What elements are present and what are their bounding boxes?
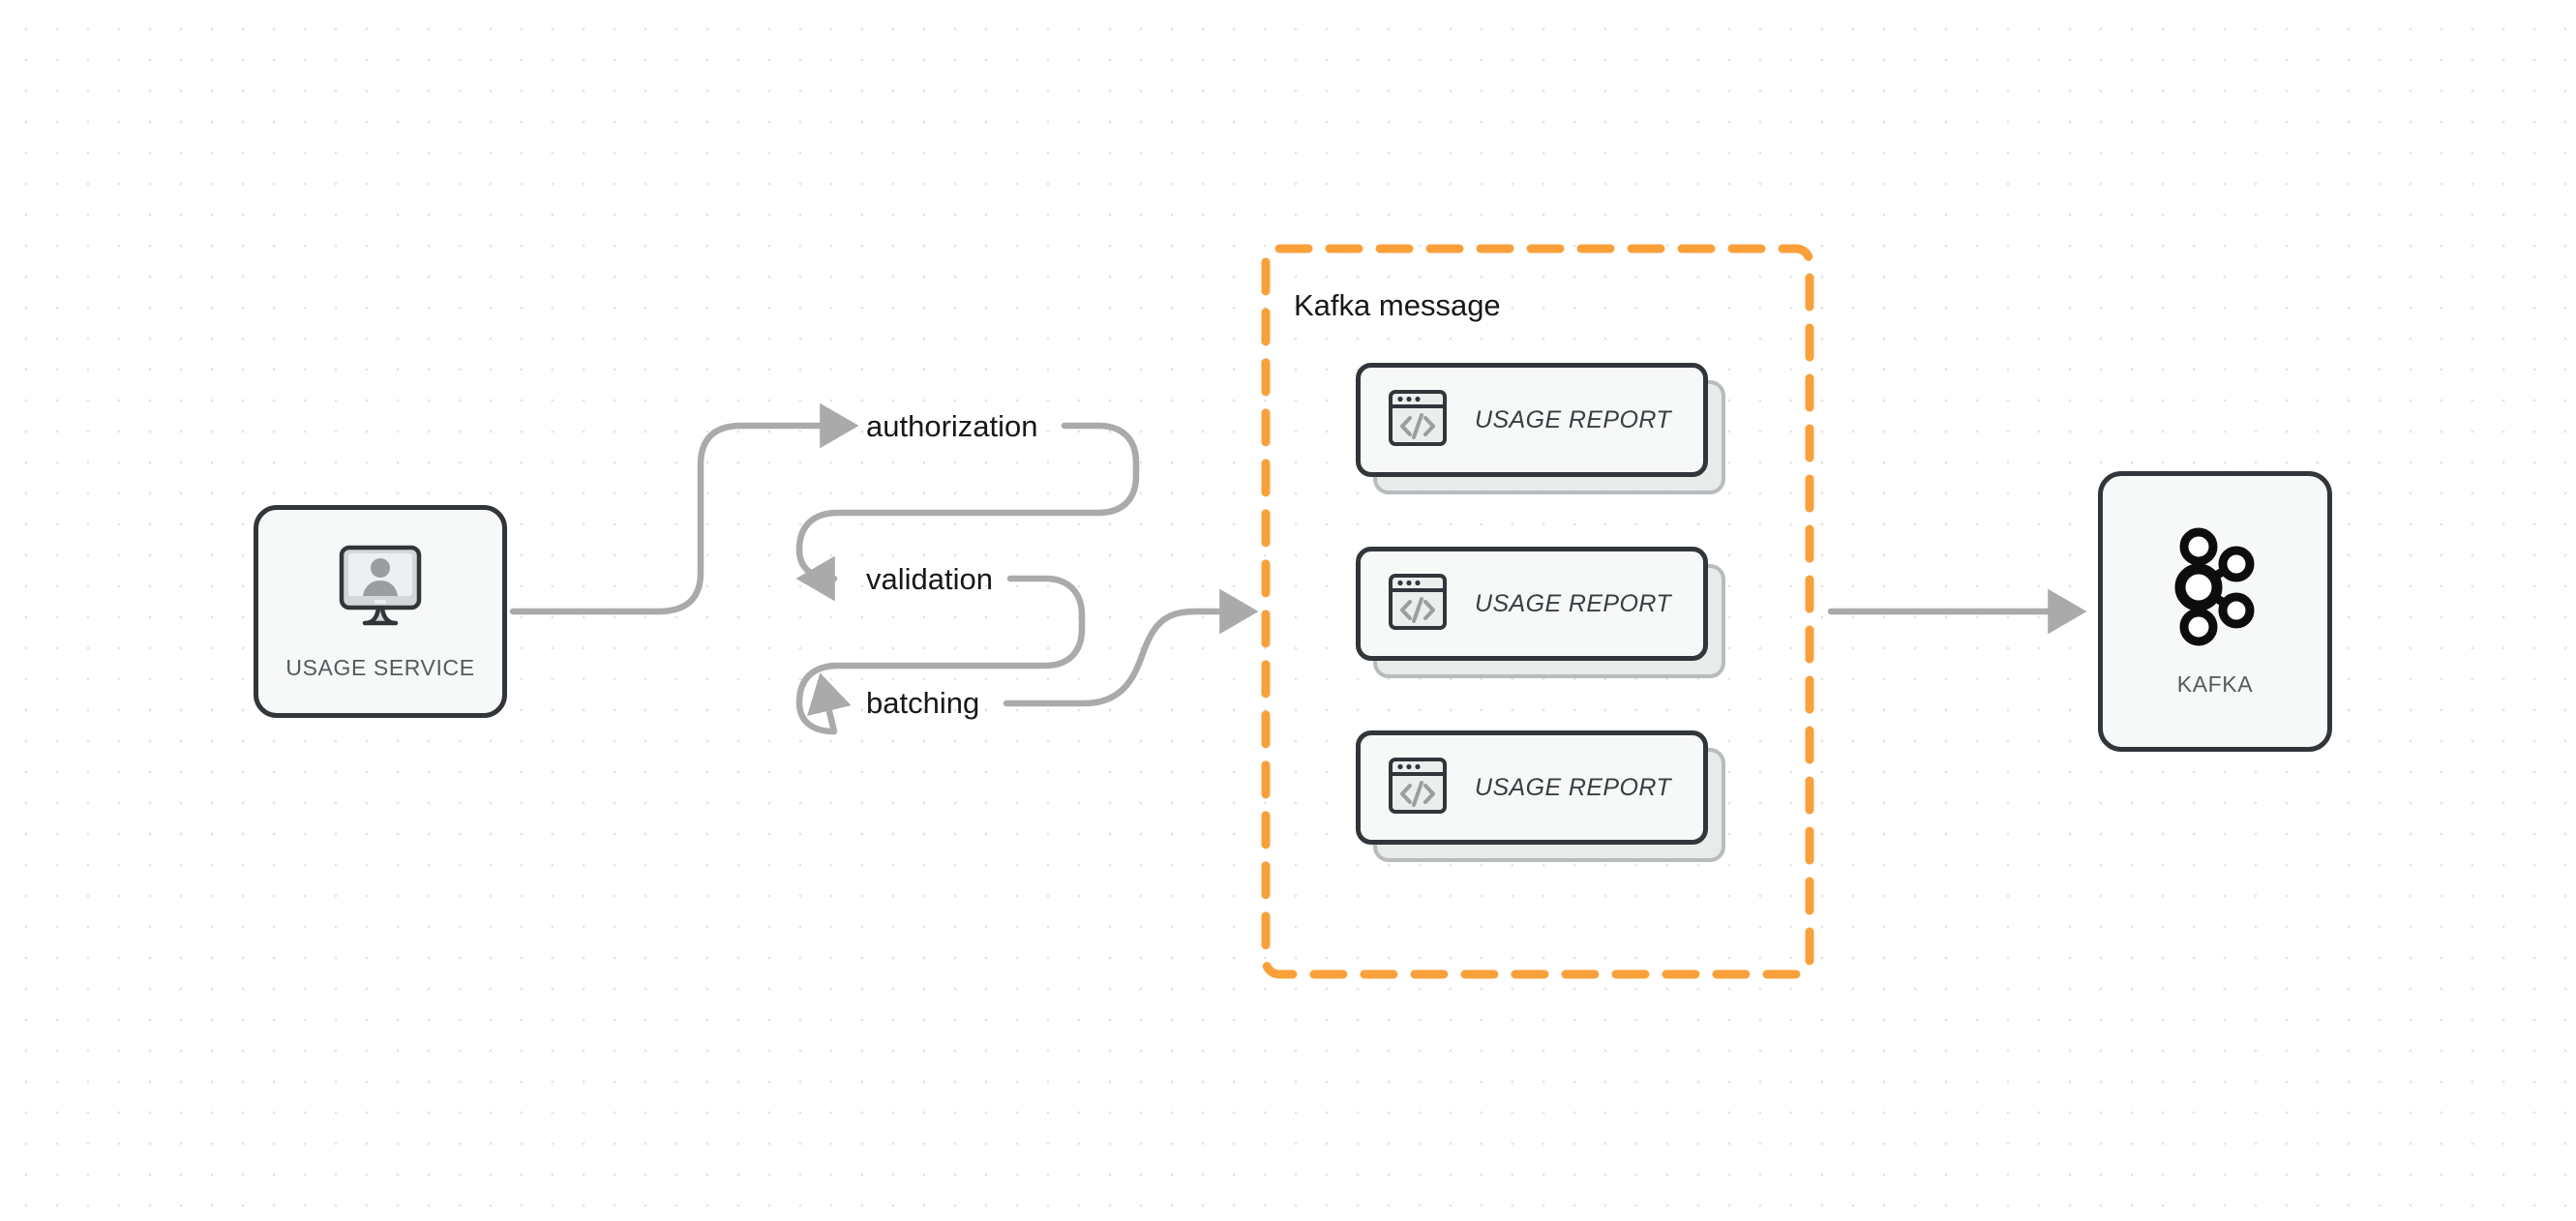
group-kafka-message[interactable]: Kafka message xyxy=(1261,244,1814,979)
code-window-icon xyxy=(1388,572,1448,637)
connector-service-to-authorization xyxy=(509,402,859,615)
connector-batching-to-kafka-message xyxy=(1003,588,1259,707)
usage-report-card-label: USAGE REPORT xyxy=(1475,405,1671,433)
group-dashed-border xyxy=(1261,244,1814,979)
code-window-icon xyxy=(1388,388,1448,453)
connector-authorization-to-validation xyxy=(795,422,1140,602)
monitor-user-icon xyxy=(330,542,431,640)
code-window-icon xyxy=(1388,756,1448,820)
group-kafka-message-title: Kafka message xyxy=(1294,288,1501,322)
node-kafka-label: KAFKA xyxy=(2176,671,2254,697)
node-kafka[interactable]: KAFKA xyxy=(2098,471,2332,752)
step-label-authorization[interactable]: authorization xyxy=(866,409,1038,443)
node-usage-service-label: USAGE SERVICE xyxy=(285,655,475,680)
usage-report-card-label: USAGE REPORT xyxy=(1475,773,1671,801)
node-usage-service[interactable]: USAGE SERVICE xyxy=(254,505,507,718)
step-label-validation[interactable]: validation xyxy=(866,562,993,596)
usage-report-card[interactable]: USAGE REPORT xyxy=(1356,547,1725,682)
step-label-batching[interactable]: batching xyxy=(866,686,980,720)
usage-report-card-label: USAGE REPORT xyxy=(1475,589,1671,617)
kafka-logo-icon xyxy=(2169,525,2261,656)
usage-report-card[interactable]: USAGE REPORT xyxy=(1356,363,1725,498)
connector-validation-to-batching xyxy=(795,575,1086,735)
usage-report-card[interactable]: USAGE REPORT xyxy=(1356,730,1725,866)
